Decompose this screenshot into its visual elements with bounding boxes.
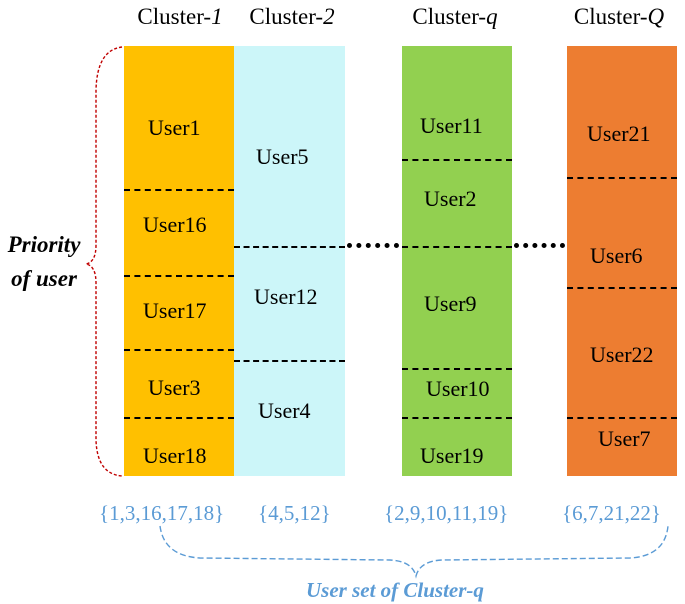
user-label: User11 — [420, 113, 483, 138]
cluster-2-title-prefix: Cluster- — [249, 4, 324, 29]
cluster-1-column — [124, 46, 234, 476]
user-label: User18 — [143, 443, 207, 468]
cluster-q-column — [402, 46, 512, 476]
cluster-1-divider — [124, 275, 234, 277]
cluster-1-title: Cluster-1 — [124, 0, 236, 34]
cluster-q-divider — [402, 417, 512, 419]
user-label: User5 — [256, 144, 309, 169]
ellipsis-separator — [514, 243, 565, 248]
cluster-Q-title-prefix: Cluster- — [573, 4, 648, 29]
cluster-2-column — [234, 46, 345, 476]
cluster-q-divider — [402, 368, 512, 370]
user-set-caption: User set of Cluster-q — [306, 578, 484, 602]
cluster-1-user-set: {1,3,16,17,18} — [99, 501, 225, 525]
ellipsis-separator — [347, 243, 399, 248]
user-label: User4 — [258, 398, 311, 423]
cluster-2-title: Cluster-2 — [236, 0, 348, 34]
user-label: User7 — [598, 426, 651, 451]
cluster-Q-divider — [567, 287, 677, 289]
cluster-1-divider — [124, 417, 234, 419]
cluster-q-title-suffix: q — [486, 4, 498, 29]
priority-brace — [85, 46, 123, 477]
cluster-2-title-suffix: 2 — [323, 4, 335, 29]
cluster-2-divider — [234, 360, 345, 362]
priority-label: Priority of user — [0, 228, 88, 296]
user-label: User22 — [590, 342, 654, 367]
user-set-brace — [159, 525, 669, 579]
priority-label-line2: of user — [11, 266, 77, 291]
priority-label-line1: Priority — [7, 232, 81, 257]
user-label: User10 — [426, 376, 490, 401]
cluster-Q-divider — [567, 417, 677, 419]
user-label: User19 — [420, 443, 484, 468]
user-label: User3 — [148, 375, 201, 400]
user-label: User21 — [587, 121, 651, 146]
cluster-1-divider — [124, 189, 234, 191]
user-label: User17 — [143, 298, 207, 323]
cluster-q-title: Cluster-q — [400, 0, 510, 34]
cluster-1-title-suffix: 1 — [211, 4, 223, 29]
user-label: User9 — [424, 291, 477, 316]
user-label: User6 — [590, 243, 643, 268]
cluster-Q-divider — [567, 177, 677, 179]
cluster-q-divider — [402, 246, 512, 248]
cluster-1-divider — [124, 349, 234, 351]
cluster-Q-title-suffix: Q — [647, 4, 665, 29]
cluster-q-divider — [402, 159, 512, 161]
cluster-Q-title: Cluster-Q — [556, 0, 682, 34]
cluster-Q-column — [567, 46, 677, 476]
cluster-q-title-prefix: Cluster- — [412, 4, 487, 29]
cluster-Q-user-set: {6,7,21,22} — [562, 501, 661, 525]
cluster-2-divider — [234, 246, 345, 248]
user-label: User1 — [148, 115, 201, 140]
user-label: User2 — [424, 186, 477, 211]
cluster-1-title-prefix: Cluster- — [137, 4, 212, 29]
cluster-2-user-set: {4,5,12} — [258, 501, 331, 525]
user-label: User12 — [254, 284, 318, 309]
cluster-q-user-set: {2,9,10,11,19} — [384, 501, 509, 525]
user-label: User16 — [143, 212, 207, 237]
